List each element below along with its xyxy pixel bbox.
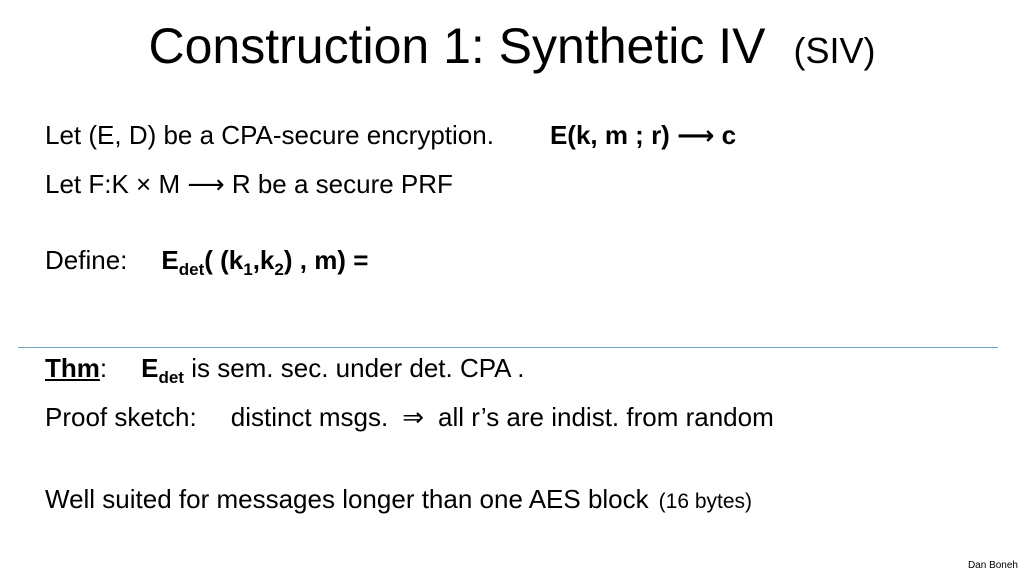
line-prf: Let F:K × M ⟶ R be a secure PRF <box>45 167 453 201</box>
formula-open: ( (k <box>204 245 244 275</box>
implies-arrow: ⇒ <box>402 402 425 432</box>
proof-distinct-msgs: distinct msgs. <box>230 402 389 432</box>
proof-sketch-label: Proof sketch: <box>45 402 197 432</box>
line-cpa-encryption: Let (E, D) be a CPA-secure encryption. E(… <box>45 118 736 152</box>
divider-line <box>18 347 998 348</box>
define-formula: Edet( (k1,k2) , m) = <box>161 245 369 278</box>
formula-k2-subscript: 2 <box>274 260 284 279</box>
formula-k1-subscript: 1 <box>243 260 253 279</box>
formula-e: E <box>161 245 179 275</box>
theorem-label: Thm <box>45 353 100 383</box>
theorem-text: is sem. sec. under det. CPA . <box>183 353 525 383</box>
formula-e-subscript: det <box>178 260 205 279</box>
formula-close: ) , m) = <box>283 245 369 275</box>
theorem-e-subscript: det <box>158 368 184 387</box>
line-proof-sketch: Proof sketch: distinct msgs. ⇒ all r’s are … <box>45 400 774 434</box>
formula-comma-k: ,k <box>252 245 275 275</box>
title-text: Construction 1: Synthetic IV <box>148 18 766 74</box>
title-suffix: (SIV) <box>793 30 876 71</box>
theorem-colon: : <box>99 353 108 383</box>
block-size-note: (16 bytes) <box>658 490 753 513</box>
prf-text: Let F:K × M ⟶ R be a secure PRF <box>45 169 453 199</box>
line-theorem: Thm: Edet is sem. sec. under det. CPA . <box>45 351 525 387</box>
author-footer: Dan Boneh <box>967 560 1018 571</box>
proof-indist-random: all r’s are indist. from random <box>438 402 774 432</box>
theorem-e: E <box>141 353 159 383</box>
define-label: Define: <box>45 245 128 275</box>
slide-title: Construction 1: Synthetic IV (SIV) <box>0 14 1024 83</box>
well-suited-text: Well suited for messages longer than one… <box>45 484 649 514</box>
encryption-formula: E(k, m ; r) ⟶ c <box>549 120 737 150</box>
line-well-suited: Well suited for messages longer than one… <box>45 482 752 519</box>
cpa-encryption-text: Let (E, D) be a CPA-secure encryption. <box>45 120 494 150</box>
line-define: Define: Edet( (k1,k2) , m) = <box>45 243 369 278</box>
